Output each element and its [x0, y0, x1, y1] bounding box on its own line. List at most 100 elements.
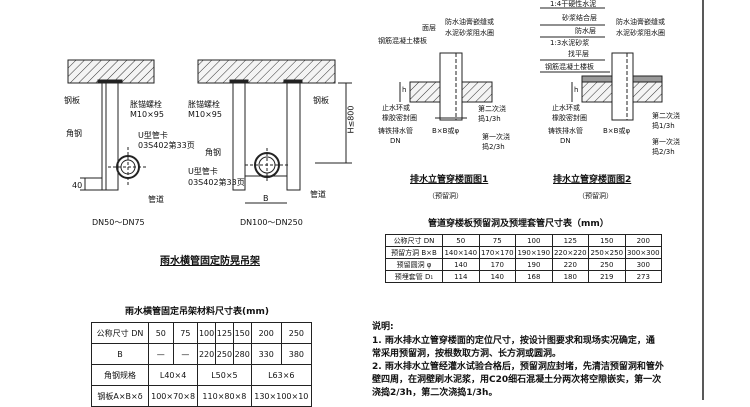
- label-dim-h: H≤800: [346, 105, 356, 134]
- table-cell: 200: [624, 234, 662, 247]
- label-anchor-bolt: 胀锚螺栓: [188, 100, 220, 109]
- table-cell: 170: [478, 258, 516, 271]
- label-seal: 防水油膏嵌缝或: [616, 18, 665, 26]
- table-row: 预留方洞 B×B 140×140 170×170 190×190 220×220…: [385, 246, 662, 259]
- label-mortar2: 砂浆结合层: [562, 14, 597, 22]
- table-cell: 110×80×8: [197, 385, 252, 407]
- table-cell: 预留方洞 B×B: [385, 246, 443, 259]
- table-cell: 250: [280, 322, 313, 344]
- label-slab: 钢筋混凝土楼板: [378, 37, 427, 45]
- table-row: 公称尺寸 DN 50 75 100 125 150 200: [385, 234, 662, 247]
- table-row: 预留圆洞 φ 140 170 190 220 250 300: [385, 258, 662, 271]
- label-first-pour: 第一次浇: [652, 138, 680, 146]
- table-cell: 100: [197, 322, 216, 344]
- table-cell: 114: [442, 270, 480, 283]
- table-cell: 150: [232, 322, 252, 344]
- label-surface: 面层: [422, 24, 436, 32]
- label-mortar: 1:4干硬性水泥: [550, 0, 597, 8]
- table-row: 角钢规格 L40×4 L50×5 L63×6: [91, 364, 313, 386]
- table-cell: 公称尺寸 DN: [91, 322, 149, 344]
- label-ring2: 橡胶密封圈: [382, 114, 417, 122]
- hanger-left-drawing: [67, 59, 155, 191]
- label-u-clamp-ref: 03S402第33页: [188, 178, 245, 187]
- sleeve-table: 公称尺寸 DN 50 75 100 125 150 200 预留方洞 B×B 1…: [385, 234, 662, 283]
- label-h: h: [574, 86, 579, 94]
- label-second-pour: 第二次浇: [478, 105, 506, 113]
- table-cell: 公称尺寸 DN: [385, 234, 443, 247]
- table-cell: 150: [588, 234, 626, 247]
- label-dn: DN: [390, 137, 401, 145]
- table-cell: 预埋套管 D₁: [385, 270, 443, 283]
- table-cell: 50: [442, 234, 480, 247]
- label-ring: 止水环或: [552, 104, 580, 112]
- table-cell: 钢板A×B×δ: [91, 385, 149, 407]
- table-cell: L50×5: [197, 364, 252, 386]
- label-angle-steel: 角钢: [205, 148, 221, 157]
- table-cell: 140×140: [442, 246, 480, 259]
- label-hole: B×B或φ: [603, 127, 631, 135]
- hanger-right-drawing: [197, 59, 352, 204]
- notes-heading: 说明:: [372, 322, 394, 332]
- label-first-pour2: 捣2/3h: [482, 143, 505, 151]
- table-cell: B: [91, 343, 149, 365]
- label-dim-40: 40: [72, 181, 83, 190]
- fig1-title: 排水立管穿楼面图1: [410, 175, 489, 185]
- label-leveling2: 找平层: [568, 50, 589, 58]
- table-cell: 220: [197, 343, 216, 365]
- fig1-drawing: [399, 52, 493, 121]
- label-hole: B×B或φ: [432, 127, 460, 135]
- label-cast-iron-pipe: 铸铁排水管: [378, 127, 413, 135]
- label-second-pour2: 捣1/3h: [652, 122, 675, 130]
- fig2-title: 排水立管穿楼面图2: [553, 175, 632, 185]
- label-first-pour: 第一次浇: [482, 133, 510, 141]
- label-seal: 防水油膏嵌缝或: [445, 18, 494, 26]
- table-row: B — — 220 250 280 330 380: [91, 343, 313, 365]
- table-cell: 300: [624, 258, 662, 271]
- table-cell: 219: [588, 270, 626, 283]
- label-leveling: 1:3水泥砂浆: [550, 39, 590, 47]
- label-steel-plate: 钢板: [64, 96, 80, 105]
- table-cell: —: [172, 343, 199, 365]
- fig2-subtitle: （预留洞）: [578, 192, 613, 200]
- label-anchor-bolt: 胀锚螺栓: [130, 100, 162, 109]
- table-cell: 300×300: [624, 246, 662, 259]
- table-cell: 330: [250, 343, 282, 365]
- label-dim-b: B: [263, 194, 269, 203]
- table-cell: 预留圆洞 φ: [385, 258, 443, 271]
- label-ring: 止水环或: [382, 104, 410, 112]
- label-first-pour2: 捣2/3h: [652, 148, 675, 156]
- table-cell: 140: [478, 270, 516, 283]
- table-cell: 220×220: [551, 246, 589, 259]
- sleeve-table-title: 管道穿楼板预留洞及预埋套管尺寸表（mm）: [428, 219, 609, 229]
- table-cell: —: [148, 343, 174, 365]
- table-cell: L63×6: [250, 364, 313, 386]
- table-cell: 180: [551, 270, 589, 283]
- table-cell: 125: [551, 234, 589, 247]
- note-line: 1. 雨水排水立管穿楼面的定位尺寸，按设计图要求和现场实况确定，通: [372, 336, 655, 346]
- table-cell: 75: [172, 322, 199, 344]
- label-u-clamp: U型管卡: [188, 167, 218, 176]
- table-cell: 190×190: [515, 246, 553, 259]
- label-seal2: 水泥砂浆阻水圈: [445, 29, 494, 37]
- label-u-clamp: U型管卡: [138, 131, 168, 140]
- label-cast-iron-pipe: 铸铁排水管: [548, 127, 583, 135]
- label-u-clamp-ref: 03S402第33页: [138, 141, 195, 150]
- table-cell: 168: [515, 270, 553, 283]
- table-cell: 273: [624, 270, 662, 283]
- label-second-pour: 第二次浇: [652, 112, 680, 120]
- fig2-drawing: [540, 7, 663, 121]
- label-seal2: 水泥砂浆阻水圈: [616, 29, 665, 37]
- table-cell: L40×4: [147, 364, 199, 386]
- table-cell: 140: [442, 258, 480, 271]
- label-waterproof: 防水层: [575, 27, 596, 35]
- table-cell: 250×250: [588, 246, 626, 259]
- table-cell: 250: [588, 258, 626, 271]
- hanger-table: 公称尺寸 DN 50 75 100 125 150 200 250 B — — …: [91, 322, 313, 407]
- note-line: 壁四周，在洞壁刷水泥浆，用C20细石混凝土分两次将空隙嵌实，第一次: [372, 375, 662, 385]
- table-row: 公称尺寸 DN 50 75 100 125 150 200 250: [91, 322, 313, 344]
- label-dn: DN: [560, 137, 571, 145]
- table-cell: 130×100×10: [250, 385, 313, 407]
- table-cell: 380: [280, 343, 313, 365]
- note-line: 常采用预留洞，按根数取方洞、长方洞或圆洞。: [372, 349, 562, 359]
